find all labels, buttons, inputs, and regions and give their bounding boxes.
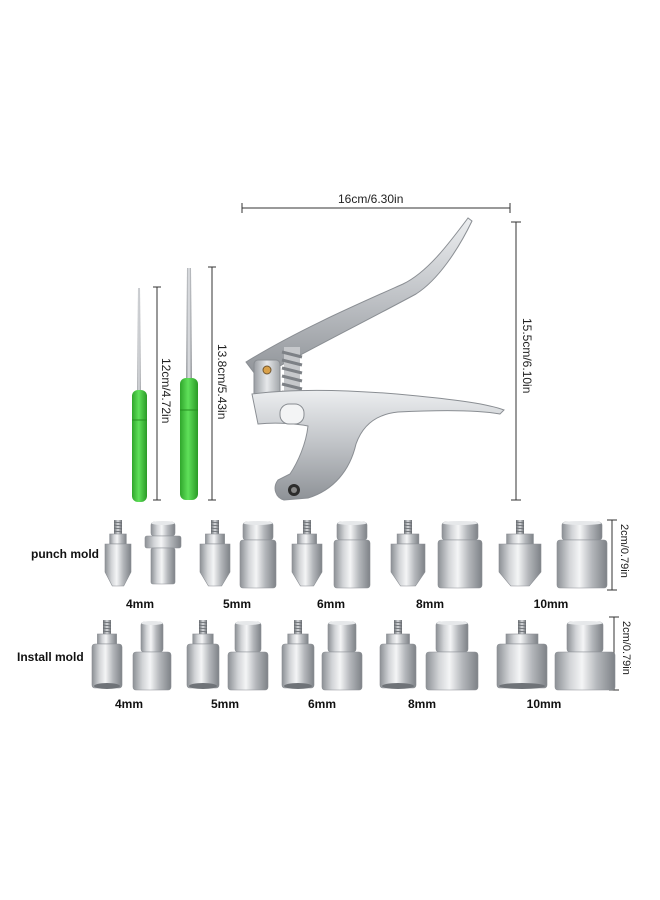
install-mold-threaded-2	[281, 620, 315, 689]
punch-mold-threaded-4	[498, 520, 542, 587]
punch-size-5mm: 5mm	[222, 597, 251, 611]
install-mold-threaded-4	[496, 620, 548, 689]
snap-pliers	[245, 217, 505, 501]
spring	[281, 347, 303, 399]
pliers-width-label: 16cm/6.30in	[338, 192, 404, 206]
install-mold-plain-4	[554, 621, 616, 691]
install-mold-plain-2	[321, 621, 363, 691]
install-mold-plain-1	[227, 621, 269, 691]
install-mold-plain-3	[425, 621, 479, 691]
punch-mold-threaded-3	[390, 520, 426, 587]
install-mold-threaded-0	[91, 620, 123, 689]
punch-mold-plain-0	[144, 521, 182, 585]
punch-mold-plain-1	[239, 521, 277, 589]
punch-size-6mm: 6mm	[316, 597, 345, 611]
punch-mold-threaded-0	[104, 520, 132, 587]
punch-size-8mm: 8mm	[415, 597, 444, 611]
install-size-5mm: 5mm	[210, 697, 239, 711]
punch-size-4mm: 4mm	[125, 597, 154, 611]
install-mold-threaded-3	[379, 620, 417, 689]
screwdriver	[180, 268, 198, 500]
install-size-8mm: 8mm	[407, 697, 436, 711]
install-size-10mm: 10mm	[526, 697, 562, 711]
punch-mold-plain-3	[437, 521, 483, 589]
awl	[132, 288, 147, 502]
install-size-6mm: 6mm	[307, 697, 336, 711]
awl-and-screwdriver	[132, 268, 198, 502]
punch-mold-threaded-2	[291, 520, 323, 587]
punch-mold-plain-2	[333, 521, 371, 589]
punch-size-10mm: 10mm	[533, 597, 569, 611]
install-mold-threaded-1	[186, 620, 220, 689]
install-size-4mm: 4mm	[114, 697, 143, 711]
punch-mold-label: punch mold	[31, 547, 99, 561]
install-mold-label: Install mold	[17, 650, 84, 664]
install-mold-plain-0	[132, 621, 172, 691]
punch-mold-threaded-1	[199, 520, 231, 587]
punch-mold-plain-4	[556, 521, 608, 589]
